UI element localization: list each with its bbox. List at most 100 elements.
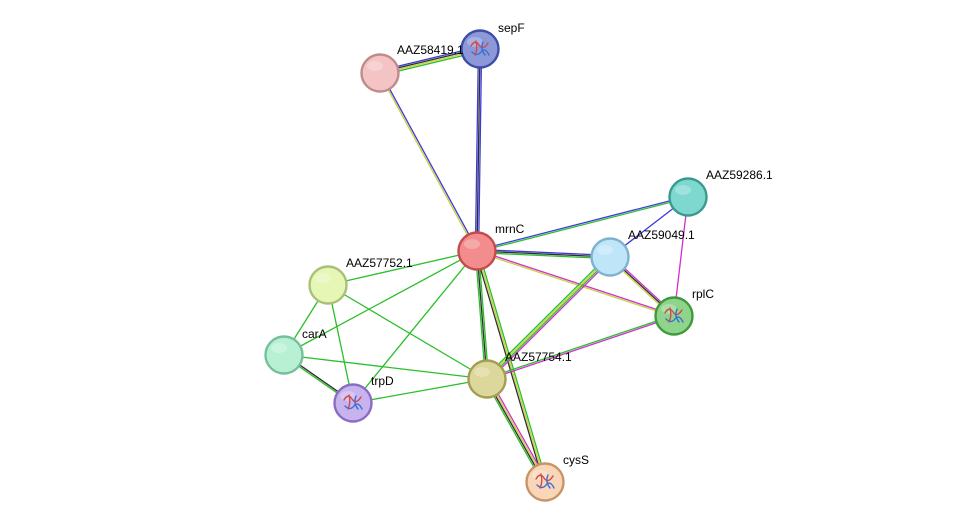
edge-mrnc-cara[interactable] (283, 250, 478, 356)
edge-evidence-line (488, 377, 548, 482)
node-label: cysS (563, 453, 589, 467)
node-circle[interactable] (668, 177, 708, 217)
edge-evidence-line (477, 49, 483, 252)
edge-cara-aaz57754-1[interactable] (283, 354, 488, 380)
edge-evidence-line (476, 250, 611, 258)
edge-evidence-line (477, 250, 548, 482)
edge-mrnc-aaz57754-1[interactable] (474, 250, 490, 380)
node-circle[interactable] (460, 29, 500, 69)
structure-strand (668, 307, 672, 323)
edge-mrnc-aaz59286-1[interactable] (476, 195, 689, 253)
edge-evidence-line (352, 378, 488, 404)
protein-structure-icon (343, 394, 363, 410)
edge-evidence-line (477, 250, 490, 379)
node-circle[interactable] (467, 359, 507, 399)
structure-strand (546, 474, 551, 489)
edge-aaz59049-1-aaz57754-1[interactable] (484, 254, 613, 382)
node-highlight (675, 185, 691, 195)
edge-evidence-line (283, 354, 488, 380)
structure-strand (343, 395, 362, 403)
node-circle[interactable] (264, 335, 304, 375)
edge-evidence-line (476, 195, 688, 251)
node-label: AAZ58419.1 (397, 43, 464, 57)
structure-strand (354, 395, 359, 410)
edges-layer (283, 46, 689, 484)
edge-evidence-line (327, 250, 478, 286)
node-label: rplC (692, 287, 714, 301)
edge-evidence-line (476, 250, 488, 380)
edge-aaz57752-1-trpd[interactable] (327, 284, 354, 404)
node-label: AAZ59049.1 (628, 228, 695, 242)
edge-evidence-line (476, 251, 674, 318)
edge-evidence-line (477, 197, 689, 253)
node-circle[interactable] (654, 296, 694, 336)
edge-evidence-line (484, 254, 609, 378)
edge-evidence-line (476, 251, 610, 260)
edge-mrnc-aaz59049-1[interactable] (476, 248, 611, 260)
node-circle[interactable] (333, 383, 373, 423)
edge-evidence-line (477, 248, 611, 257)
node-trpd[interactable]: trpD (333, 374, 395, 423)
edge-evidence-line (488, 258, 613, 382)
edge-mrnc-aaz57752-1[interactable] (327, 250, 478, 286)
node-rplc[interactable]: rplC (654, 287, 715, 336)
node-cara[interactable]: carA (264, 327, 327, 375)
node-label: sepF (498, 21, 525, 35)
protein-structure-icon (664, 307, 684, 323)
node-label: AAZ59286.1 (706, 168, 773, 182)
edge-evidence-line (352, 250, 478, 404)
structure-strand (470, 41, 489, 49)
edge-evidence-line (486, 314, 674, 379)
node-mrnc[interactable]: mrnC (457, 222, 525, 271)
node-aaz59286-1[interactable]: AAZ59286.1 (668, 168, 774, 217)
node-label: AAZ57754.1 (505, 350, 572, 364)
edge-evidence-line (474, 48, 480, 251)
node-highlight (315, 273, 331, 283)
node-circle[interactable] (457, 231, 497, 271)
edge-evidence-line (477, 249, 675, 316)
edge-aaz59286-1-rplc[interactable] (673, 196, 689, 317)
node-label: mrnC (495, 222, 525, 236)
edge-aaz57754-1-cyss[interactable] (484, 377, 548, 484)
node-aaz59049-1[interactable]: AAZ59049.1 (590, 228, 696, 277)
structure-strand (481, 41, 486, 56)
protein-structure-icon (535, 473, 555, 489)
node-aaz58419-1[interactable]: AAZ58419.1 (360, 43, 465, 93)
structure-strand (675, 308, 680, 323)
edge-evidence-line (485, 379, 545, 483)
edge-evidence-line (484, 379, 544, 484)
protein-structure-icon (470, 40, 490, 56)
edge-aaz57752-1-aaz57754-1[interactable] (327, 284, 488, 380)
edge-evidence-line (380, 72, 479, 251)
edge-evidence-line (487, 316, 675, 381)
node-label: carA (302, 327, 327, 341)
edge-mrnc-rplc[interactable] (476, 249, 675, 318)
edge-evidence-line (673, 196, 689, 317)
node-highlight (597, 245, 613, 255)
edge-evidence-line (485, 255, 610, 379)
structure-strand (664, 308, 683, 316)
node-label: trpD (371, 374, 394, 388)
edge-mrnc-trpd[interactable] (352, 250, 478, 404)
node-highlight (367, 61, 383, 71)
node-circle[interactable] (590, 237, 630, 277)
structure-strand (347, 394, 351, 410)
node-cyss[interactable]: cysS (525, 453, 590, 502)
edge-evidence-line (474, 251, 545, 483)
edge-rplc-aaz57754-1[interactable] (486, 314, 675, 381)
edge-evidence-line (378, 73, 477, 252)
node-aaz57754-1[interactable]: AAZ57754.1 (467, 350, 573, 399)
node-sepf[interactable]: sepF (460, 21, 525, 69)
edge-aaz58419-1-mrnc[interactable] (378, 72, 479, 252)
node-aaz57752-1[interactable]: AAZ57752.1 (308, 256, 414, 305)
node-circle[interactable] (360, 53, 400, 93)
edge-evidence-line (474, 251, 487, 380)
edge-mrnc-cyss[interactable] (474, 250, 548, 483)
edge-sepf-mrnc[interactable] (474, 48, 483, 252)
node-circle[interactable] (525, 462, 565, 502)
node-circle[interactable] (308, 265, 348, 305)
node-label: AAZ57752.1 (346, 256, 413, 270)
edge-trpd-aaz57754-1[interactable] (352, 378, 488, 404)
